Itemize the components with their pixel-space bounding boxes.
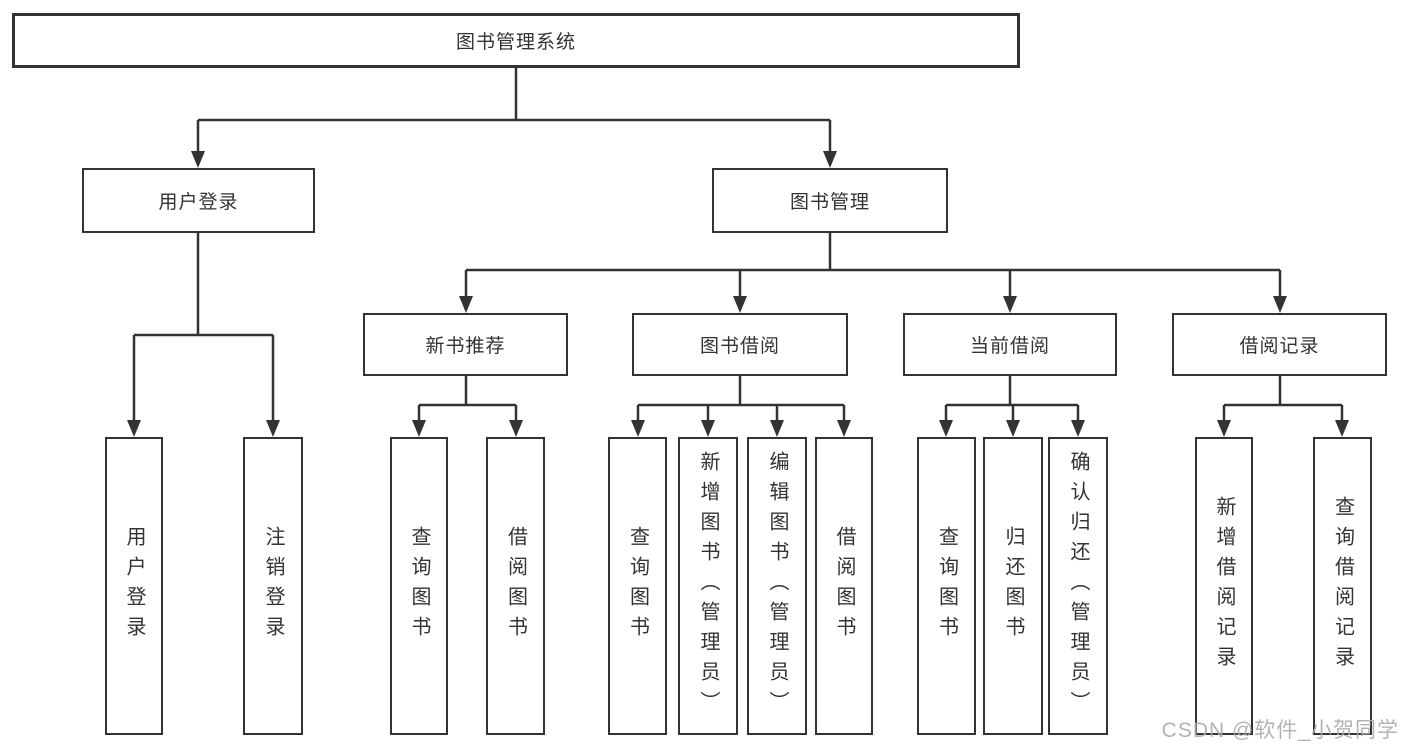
node-add-books-admin: 新增图书（管理员） <box>678 437 738 735</box>
connector-book-mgmt-groups <box>459 233 1287 313</box>
node-add-borrow-record: 新增借阅记录 <box>1195 437 1253 735</box>
connector-root-to-branches <box>191 68 837 168</box>
node-query-books-rec: 查询图书 <box>390 437 448 735</box>
node-return-books-label: 归还图书 <box>1002 526 1024 646</box>
node-user-login-label: 用户登录 <box>123 526 145 646</box>
csdn-watermark: CSDN @软件_小贺同学 <box>1161 719 1399 742</box>
node-book-borrowing: 图书借阅 <box>632 313 848 376</box>
node-book-management: 图书管理 <box>712 168 948 233</box>
node-borrowing-records: 借阅记录 <box>1172 313 1387 376</box>
node-confirm-return-admin: 确认归还（管理员） <box>1048 437 1108 735</box>
node-borrow-books-label: 借阅图书 <box>833 526 855 646</box>
node-root-system: 图书管理系统 <box>12 13 1020 68</box>
node-borrow-books-rec-label: 借阅图书 <box>504 526 527 646</box>
node-new-book-recommendation: 新书推荐 <box>363 313 568 376</box>
node-add-books-admin-label: 新增图书（管理员） <box>697 451 719 721</box>
node-current-borrowing: 当前借阅 <box>903 313 1117 376</box>
node-edit-books-admin-label: 编辑图书（管理员） <box>766 451 788 721</box>
node-logout-label: 注销登录 <box>262 526 284 646</box>
node-user-login: 用户登录 <box>105 437 163 735</box>
node-add-borrow-record-label: 新增借阅记录 <box>1213 496 1235 676</box>
node-return-books: 归还图书 <box>983 437 1043 735</box>
connector-current-borrowing-children <box>939 376 1085 437</box>
node-user-login-group: 用户登录 <box>82 168 315 233</box>
node-edit-books-admin: 编辑图书（管理员） <box>747 437 807 735</box>
connector-new-book-rec-children <box>412 376 523 437</box>
node-borrow-books: 借阅图书 <box>815 437 873 735</box>
node-query-books-borrow: 查询图书 <box>608 437 667 735</box>
node-confirm-return-admin-label: 确认归还（管理员） <box>1067 451 1089 721</box>
node-query-borrow-record: 查询借阅记录 <box>1313 437 1372 735</box>
node-query-books-borrow-label: 查询图书 <box>626 526 649 646</box>
connector-user-login-children <box>127 233 280 437</box>
connector-borrowing-records-children <box>1217 376 1349 437</box>
node-borrow-books-rec: 借阅图书 <box>486 437 545 735</box>
node-query-books-current: 查询图书 <box>917 437 976 735</box>
connector-book-borrowing-children <box>631 376 851 437</box>
node-query-books-rec-label: 查询图书 <box>408 526 430 646</box>
node-logout: 注销登录 <box>243 437 303 735</box>
node-query-books-current-label: 查询图书 <box>935 526 958 646</box>
node-query-borrow-record-label: 查询借阅记录 <box>1331 496 1354 676</box>
